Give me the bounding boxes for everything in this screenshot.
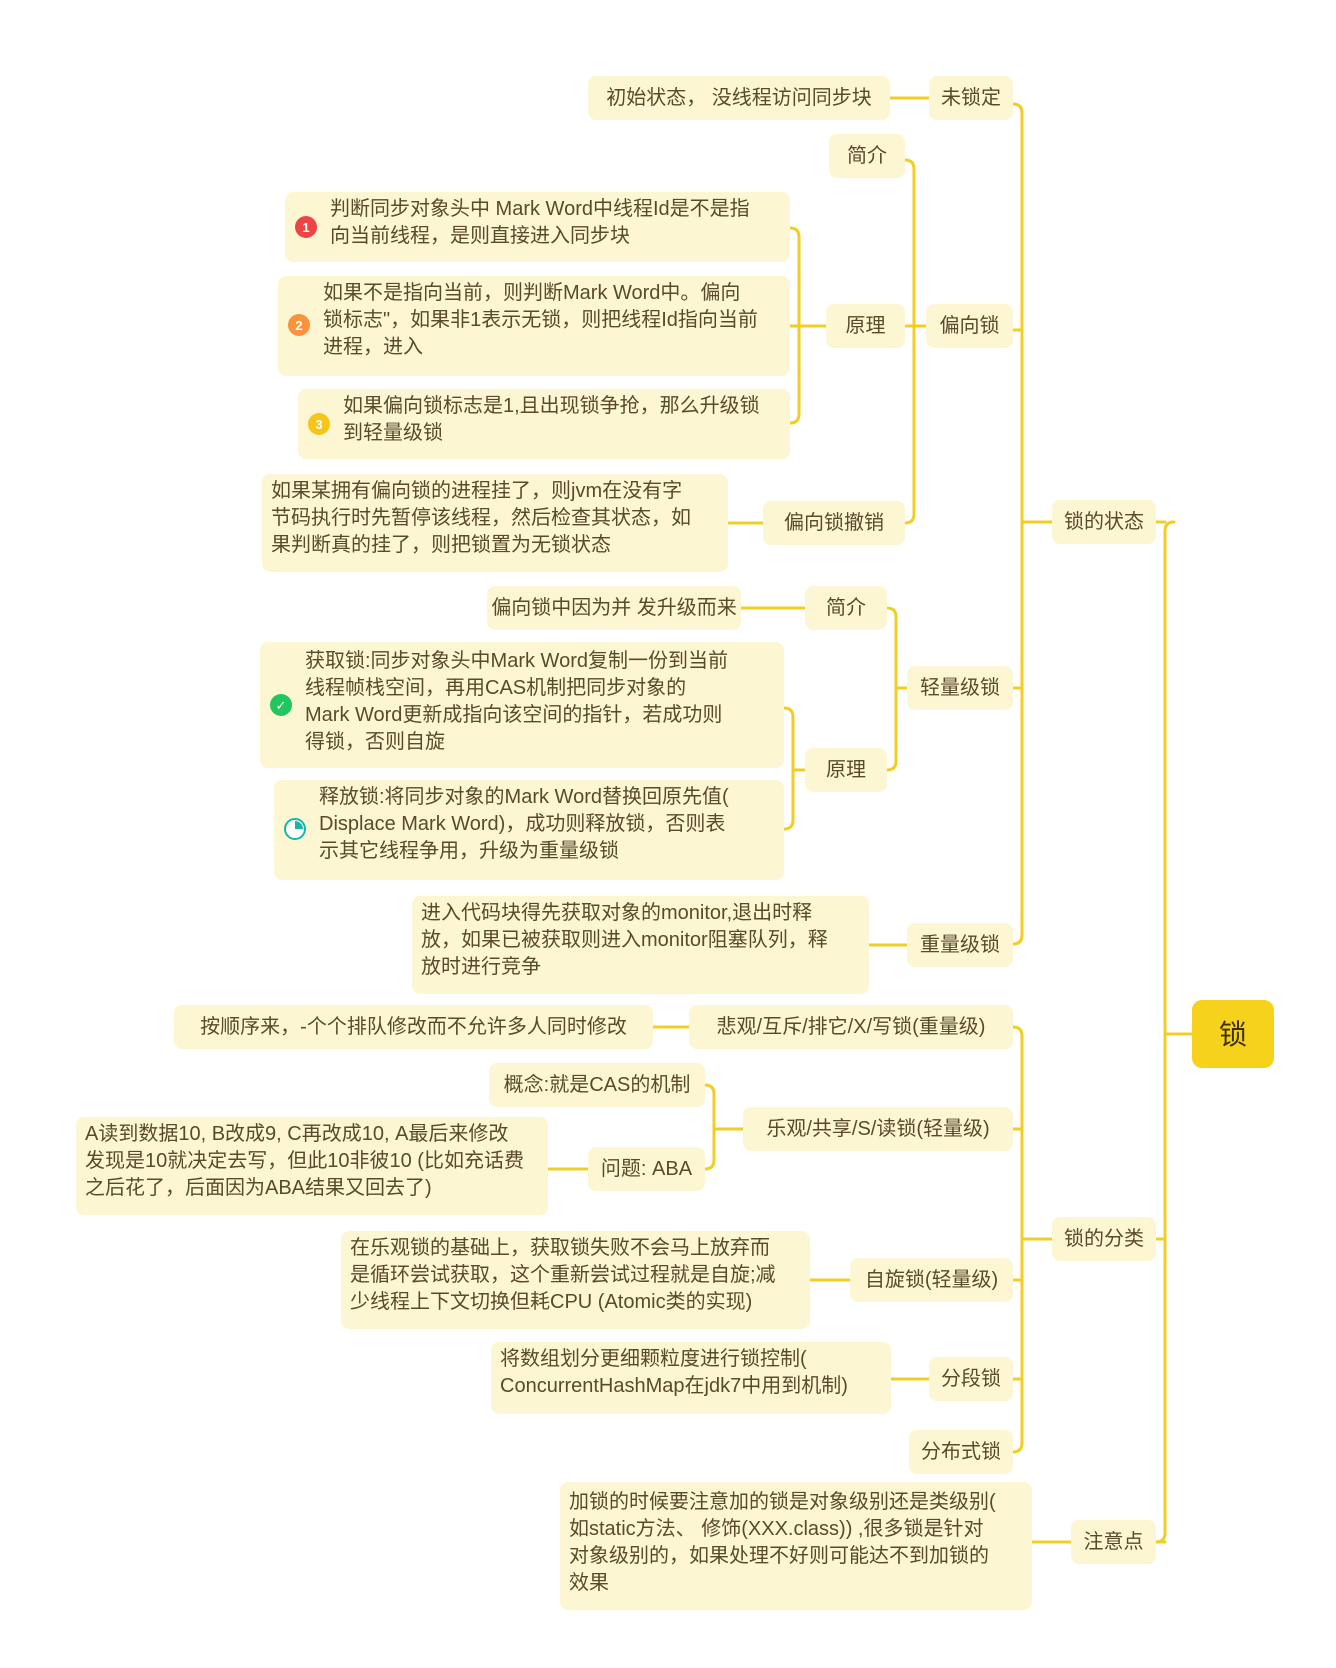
biased-revoke-node[interactable]: 偏向锁撤销 <box>763 501 905 545</box>
unlocked-desc[interactable]: 初始状态， 没线程访问同步块 <box>588 76 890 120</box>
spin-lock-node[interactable]: 自旋锁(轻量级) <box>850 1258 1013 1302</box>
heavyweight-desc[interactable]: 进入代码块得先获取对象的monitor,退出时释 放，如果已被获取则进入moni… <box>412 896 869 994</box>
optimistic-concept[interactable]: 概念:就是CAS的机制 <box>489 1063 705 1107</box>
spin-lock-desc[interactable]: 在乐观锁的基础上，获取锁失败不会马上放弃而 是循环尝试获取，这个重新尝试过程就是… <box>341 1231 810 1329</box>
biased-intro-node[interactable]: 简介 <box>829 134 905 178</box>
lightweight-release-text: 释放锁:将同步对象的Mark Word替换回原先值( Displace Mark… <box>319 786 729 862</box>
notes-desc[interactable]: 加锁的时候要注意加的锁是对象级别还是类级别( 如static方法、 修饰(XXX… <box>560 1482 1032 1610</box>
biased-step-3[interactable]: 3 如果偏向锁标志是1,且出现锁争抢，那么升级锁 到轻量级锁 <box>298 389 790 459</box>
optimistic-lock-node[interactable]: 乐观/共享/S/读锁(轻量级) <box>743 1107 1013 1151</box>
biased-revoke-desc[interactable]: 如果某拥有偏向锁的进程挂了，则jvm在没有字 节码执行时先暂停该线程，然后检查其… <box>262 474 728 572</box>
pessimistic-desc[interactable]: 按顺序来，-个个排队修改而不允许多人同时修改 <box>174 1005 653 1049</box>
biased-step-1[interactable]: 1 判断同步对象头中 Mark Word中线程Id是不是指 向当前线程，是则直接… <box>285 192 790 262</box>
biased-lock-node[interactable]: 偏向锁 <box>926 304 1013 348</box>
notes-node[interactable]: 注意点 <box>1071 1520 1156 1564</box>
heavyweight-lock-node[interactable]: 重量级锁 <box>907 923 1013 967</box>
optimistic-problem-desc[interactable]: A读到数据10, B改成9, C再改成10, A最后来修改 发现是10就决定去写… <box>76 1117 548 1215</box>
segment-lock-node[interactable]: 分段锁 <box>929 1357 1013 1401</box>
priority-2-icon: 2 <box>288 314 310 336</box>
lock-state-node[interactable]: 锁的状态 <box>1052 500 1156 544</box>
lightweight-intro-node[interactable]: 简介 <box>805 586 887 630</box>
priority-3-icon: 3 <box>308 413 330 435</box>
biased-step-2-text: 如果不是指向当前，则判断Mark Word中。偏向 锁标志"，如果非1表示无锁，… <box>323 282 758 358</box>
biased-step-3-text: 如果偏向锁标志是1,且出现锁争抢，那么升级锁 到轻量级锁 <box>343 395 760 444</box>
biased-step-1-text: 判断同步对象头中 Mark Word中线程Id是不是指 向当前线程，是则直接进入… <box>330 198 750 247</box>
priority-1-icon: 1 <box>295 216 317 238</box>
lightweight-acquire-text: 获取锁:同步对象头中Mark Word复制一份到当前 线程帧栈空间，再用CAS机… <box>305 650 728 753</box>
lightweight-release[interactable]: 释放锁:将同步对象的Mark Word替换回原先值( Displace Mark… <box>274 780 784 880</box>
pessimistic-lock-node[interactable]: 悲观/互斥/排它/X/写锁(重量级) <box>689 1005 1013 1049</box>
segment-lock-desc[interactable]: 将数组划分更细颗粒度进行锁控制( ConcurrentHashMap在jdk7中… <box>491 1342 891 1414</box>
task-progress-icon <box>284 818 306 840</box>
lightweight-intro-desc[interactable]: 偏向锁中因为并 发升级而来 <box>487 586 741 630</box>
lightweight-acquire[interactable]: ✓ 获取锁:同步对象头中Mark Word复制一份到当前 线程帧栈空间，再用CA… <box>260 642 784 768</box>
biased-step-2[interactable]: 2 如果不是指向当前，则判断Mark Word中。偏向 锁标志"，如果非1表示无… <box>278 276 790 376</box>
lock-classification-node[interactable]: 锁的分类 <box>1052 1217 1156 1261</box>
unlocked-node[interactable]: 未锁定 <box>929 76 1013 120</box>
distributed-lock-node[interactable]: 分布式锁 <box>909 1430 1013 1474</box>
root-node[interactable]: 锁 <box>1192 1000 1274 1068</box>
lightweight-lock-node[interactable]: 轻量级锁 <box>907 666 1013 710</box>
task-done-icon: ✓ <box>270 694 292 716</box>
lightweight-principle-node[interactable]: 原理 <box>805 748 887 792</box>
optimistic-problem-node[interactable]: 问题: ABA <box>588 1147 705 1191</box>
biased-principle-node[interactable]: 原理 <box>826 304 905 348</box>
